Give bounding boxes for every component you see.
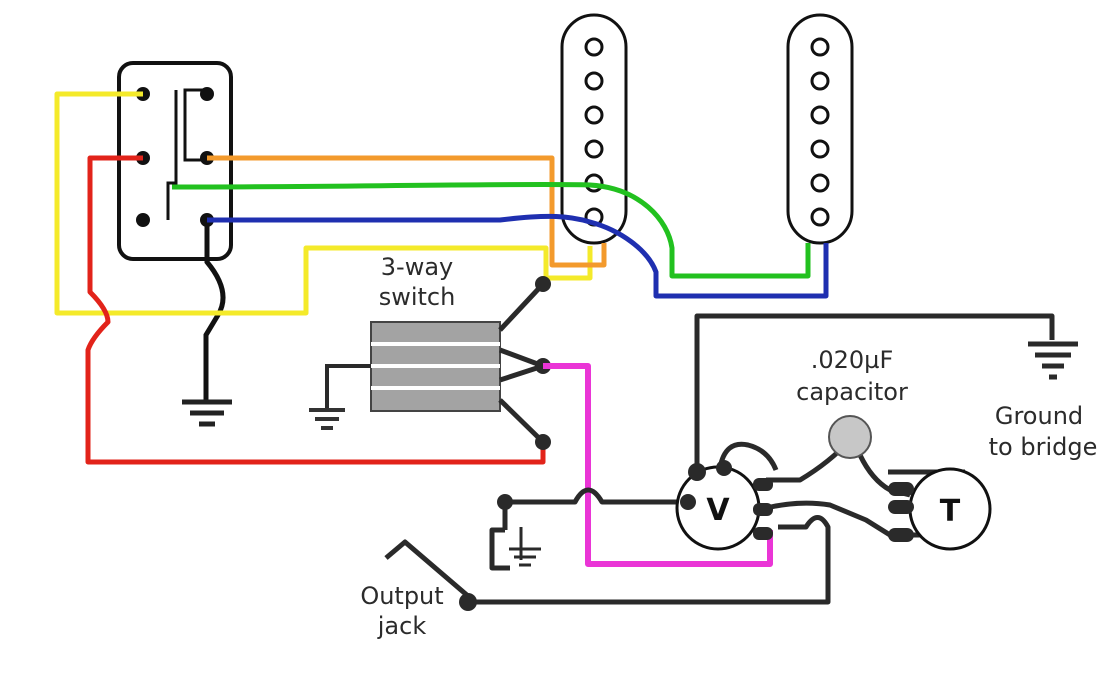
red-wire: [85, 155, 546, 465]
capacitor-label-line1: .020µF: [811, 346, 894, 374]
bridge-ground-icon: [1028, 341, 1078, 380]
orange-wire: [207, 155, 607, 268]
volume-knob-label: V: [706, 493, 730, 528]
jack-label-line1: Output: [360, 582, 443, 610]
jack-ground-icon: [509, 527, 541, 567]
capacitor: [828, 415, 872, 459]
jack-label-line2: jack: [377, 612, 427, 640]
three-way-switch: [325, 276, 551, 450]
tone-pot: [888, 467, 992, 551]
volume-pot: [675, 460, 773, 551]
switch-label-line2: switch: [379, 283, 456, 311]
jack-terminal-top: [497, 494, 513, 510]
blue-wire: [207, 213, 829, 299]
ground-label-line1: Ground: [995, 402, 1083, 430]
three-way-switch-ground-icon: [309, 408, 345, 430]
pickup-neck: [560, 13, 628, 245]
jack-terminal: [459, 593, 477, 611]
tone-knob-label: T: [940, 494, 961, 529]
ground-label-line2: to bridge: [989, 433, 1098, 461]
yellow-wire: [54, 91, 593, 316]
switch-label-line1: 3-way: [381, 253, 453, 281]
green-wire: [171, 181, 811, 279]
capacitor-label-line2: capacitor: [796, 378, 908, 406]
switch-ground-icon: [182, 399, 232, 427]
magenta-wire: [543, 363, 773, 567]
pickup-bridge: [786, 13, 854, 245]
black-wires: [468, 313, 1055, 605]
